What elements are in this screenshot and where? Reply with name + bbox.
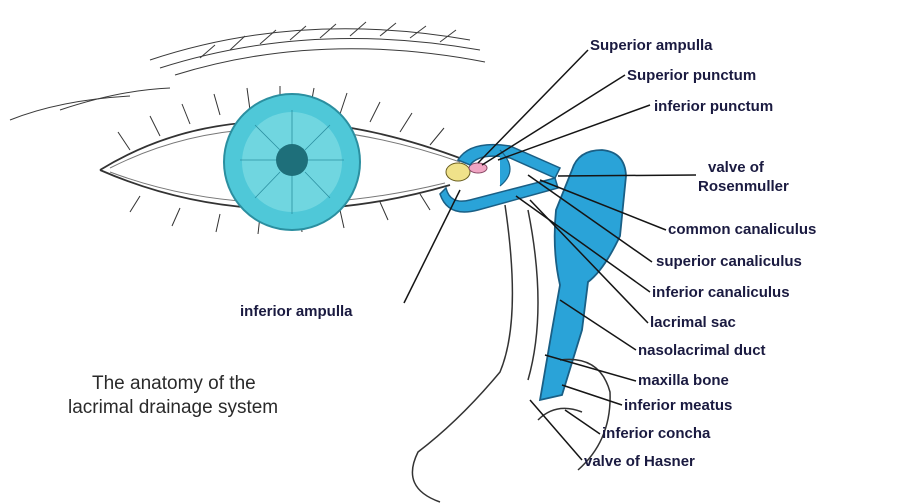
label-inferior-concha: inferior concha [602, 425, 711, 442]
label-superior-ampulla: Superior ampulla [590, 37, 713, 54]
caruncle [446, 163, 470, 181]
label-lacrimal-sac: lacrimal sac [650, 314, 736, 331]
caption-line-2: lacrimal drainage system [68, 397, 278, 418]
label-superior-canaliculus: superior canaliculus [656, 253, 802, 270]
pupil [276, 144, 308, 176]
eyebrow [10, 22, 485, 120]
iris [224, 94, 360, 230]
label-inferior-ampulla: inferior ampulla [240, 303, 353, 320]
label-valve-of-hasner: valve of Hasner [584, 453, 695, 470]
label-inferior-punctum: inferior punctum [654, 98, 773, 115]
label-inferior-canaliculus: inferior canaliculus [652, 284, 790, 301]
label-valve-of: valve of [708, 159, 765, 176]
label-rosenmuller: Rosenmuller [698, 178, 789, 195]
label-nasolacrimal-duct: nasolacrimal duct [638, 342, 766, 359]
punctum-spot [469, 163, 487, 173]
label-maxilla-bone: maxilla bone [638, 372, 729, 389]
label-superior-punctum: Superior punctum [627, 67, 756, 84]
label-inferior-meatus: inferior meatus [624, 397, 732, 414]
caption-line-1: The anatomy of the [92, 373, 256, 394]
label-common-canaliculus: common canaliculus [668, 221, 816, 238]
